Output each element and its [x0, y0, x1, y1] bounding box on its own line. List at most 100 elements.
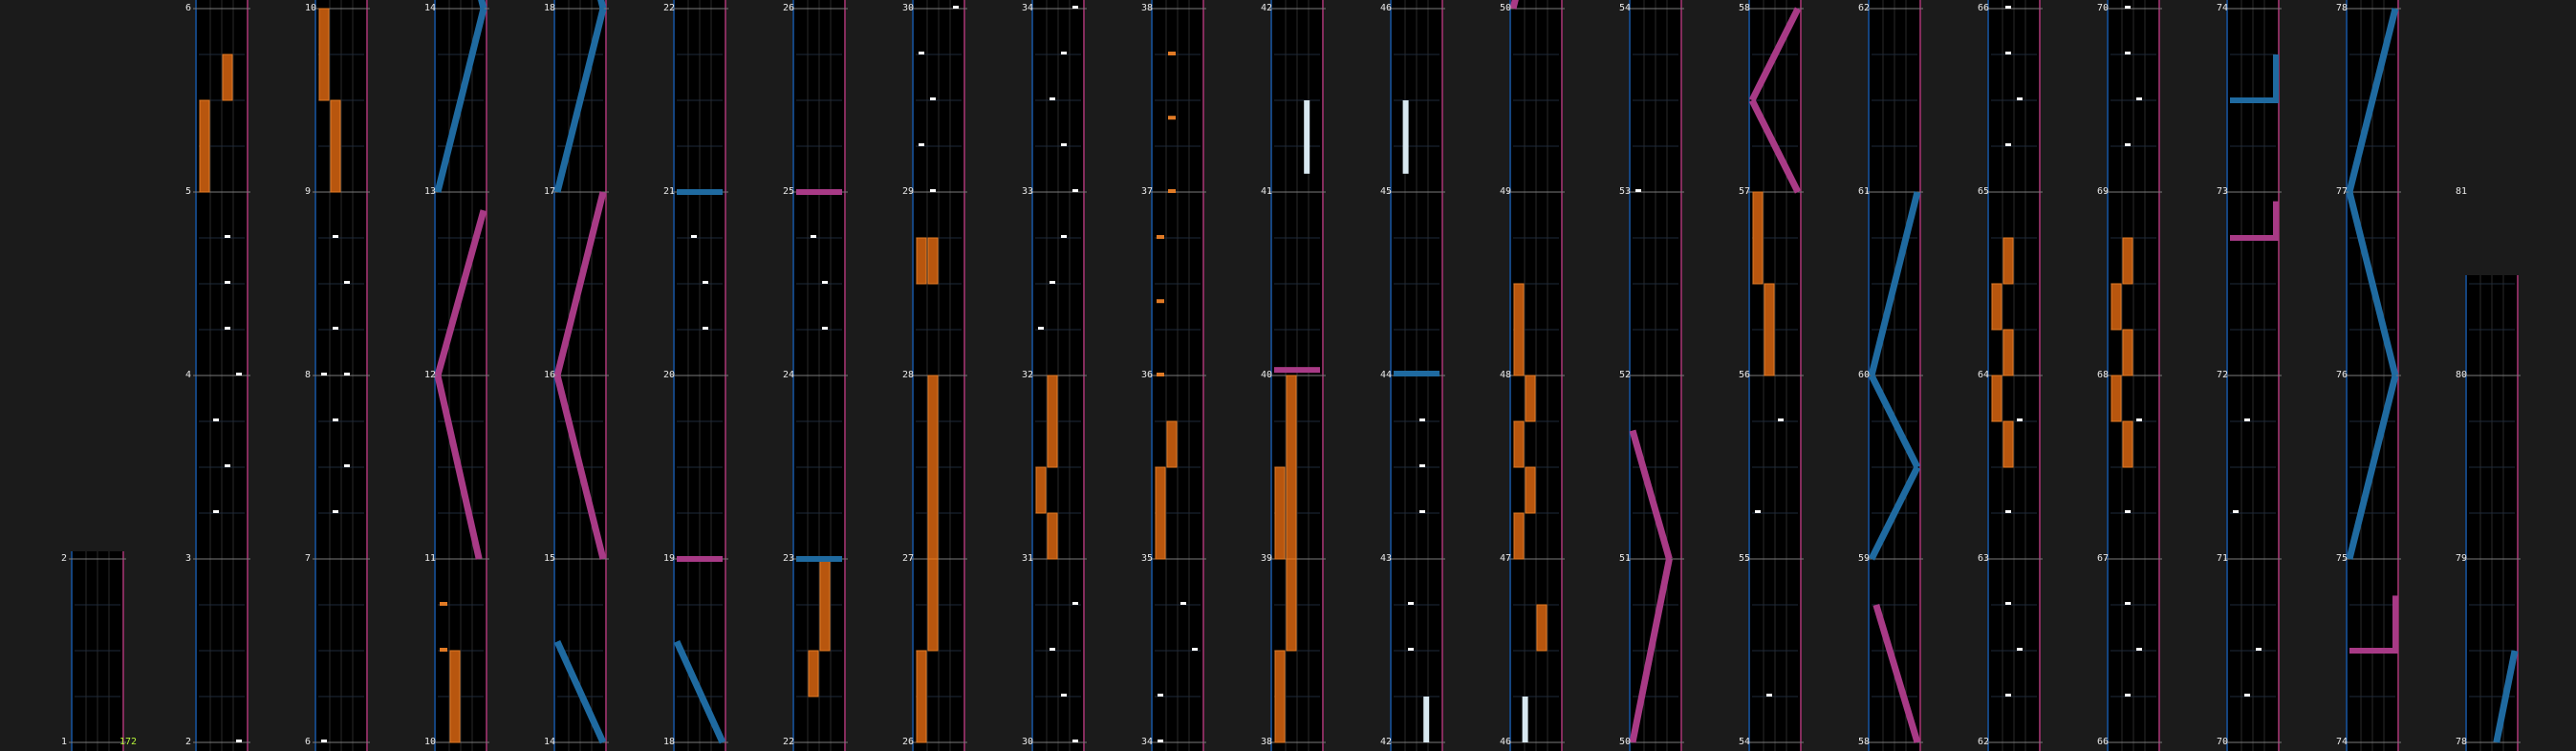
laser-right [434, 209, 487, 376]
chip-note [1157, 299, 1164, 304]
fx-hold [1402, 100, 1409, 174]
tap-note [321, 740, 327, 742]
measure-number: 62 [1858, 3, 1870, 13]
laser-right [434, 375, 483, 560]
hold-note [1991, 283, 2002, 331]
measure-labels: 1223456678910101112131414151617181819202… [61, 3, 2467, 747]
measure-number: 4 [185, 370, 191, 380]
hold-note [318, 8, 330, 101]
tap-note [2233, 510, 2239, 513]
measure-number: 33 [1022, 186, 1033, 197]
hold-note [2122, 329, 2133, 376]
laser-left [1868, 374, 1921, 469]
measure-number: 81 [2456, 186, 2467, 197]
measure-number: 54 [1619, 3, 1631, 13]
tap-note [225, 235, 230, 238]
tap-note [225, 464, 230, 467]
hold-note [1513, 512, 1525, 560]
laser-left [1868, 465, 1921, 561]
tap-note [344, 464, 350, 467]
tap-note [1635, 189, 1641, 192]
tap-note [919, 143, 924, 146]
measure-number: 67 [2097, 553, 2109, 564]
hold-note [819, 558, 831, 652]
measure-number: 46 [1500, 737, 1511, 747]
tap-note [811, 235, 816, 238]
laser-left [553, 8, 607, 193]
tap-note [213, 418, 219, 421]
hold-note [1035, 466, 1047, 514]
hold-note [1047, 375, 1058, 468]
tap-note [2005, 143, 2011, 146]
measure-number: 35 [1141, 553, 1153, 564]
measure-number: 49 [1500, 186, 1511, 197]
laser-left [434, 8, 487, 193]
measure-number: 80 [2456, 370, 2467, 380]
measure-number: 64 [1978, 370, 1989, 380]
hold-note [927, 237, 939, 285]
chip-note [1168, 52, 1176, 55]
measure-number: 40 [1261, 370, 1272, 380]
measure-number: 9 [305, 186, 311, 197]
chip-note [1168, 116, 1176, 120]
measure-number: 38 [1261, 737, 1272, 747]
tap-note [333, 510, 338, 513]
hold-note [2111, 283, 2122, 331]
measure-number: 79 [2456, 553, 2467, 564]
tap-note [1072, 602, 1078, 605]
chip-note [1157, 235, 1164, 239]
tap-note [1061, 143, 1067, 146]
measure-number: 55 [1739, 553, 1750, 564]
hold-note [2002, 237, 2014, 285]
hold-note [1166, 420, 1178, 468]
tap-note [321, 373, 327, 376]
measure-number: 76 [2336, 370, 2348, 380]
measure-number: 66 [2097, 737, 2109, 747]
measure-number: 70 [2217, 737, 2228, 747]
measure-number: 50 [1500, 3, 1511, 13]
hold-note [1274, 466, 1286, 560]
hold-note [2002, 329, 2014, 376]
measure-number: 54 [1739, 737, 1750, 747]
measure-number: 44 [1380, 370, 1392, 380]
tap-note [1755, 510, 1761, 513]
chip-note [1157, 373, 1164, 376]
hold-note [1764, 283, 1775, 376]
measure-number: 45 [1380, 186, 1392, 197]
hold-note [449, 650, 461, 743]
measure-number: 74 [2217, 3, 2228, 13]
measure-number: 58 [1858, 737, 1870, 747]
tap-note [2005, 694, 2011, 697]
tap-note [1180, 602, 1186, 605]
measure-number: 11 [424, 553, 436, 564]
measure-number: 26 [783, 3, 794, 13]
hold-note [927, 558, 939, 652]
hold-note [808, 650, 819, 697]
laser-left [2230, 54, 2279, 103]
hold-note [2122, 420, 2133, 468]
measure-number: 59 [1858, 553, 1870, 564]
tap-note [1050, 648, 1055, 651]
measure-number: 41 [1261, 186, 1272, 197]
tap-note [2256, 648, 2262, 651]
chip-note [440, 602, 447, 606]
tap-note [2017, 418, 2023, 421]
measure-number: 65 [1978, 186, 1989, 197]
tap-note [1072, 740, 1078, 742]
hold-note [1536, 604, 1548, 652]
measure-number: 26 [902, 737, 914, 747]
measure-number: 10 [305, 3, 316, 13]
tap-note [1061, 694, 1067, 697]
hold-note [1513, 283, 1525, 376]
measure-number: 58 [1739, 3, 1750, 13]
measure-number: 71 [2217, 553, 2228, 564]
laser-left [2346, 191, 2399, 376]
tap-note [703, 327, 708, 330]
measure-number: 8 [305, 370, 311, 380]
measure-number: 22 [663, 3, 675, 13]
tap-note [822, 327, 828, 330]
measure-number: 28 [902, 370, 914, 380]
measure-number: 72 [2217, 370, 2228, 380]
tap-note [822, 281, 828, 284]
